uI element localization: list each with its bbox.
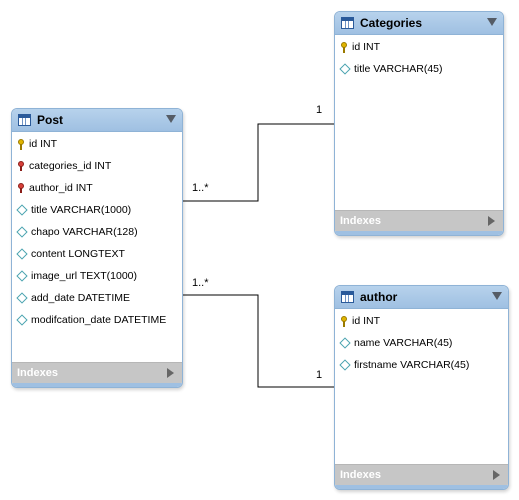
expand-arrow-icon[interactable] <box>493 470 500 480</box>
post-author-many-label: 1..* <box>192 277 209 289</box>
collapse-arrow-icon[interactable] <box>492 292 502 300</box>
column-label: chapo VARCHAR(128) <box>31 226 138 238</box>
entity-title: Post <box>37 113 64 127</box>
entity-footer <box>335 485 508 489</box>
table-icon <box>341 17 354 29</box>
table-icon <box>18 114 31 126</box>
column-label: content LONGTEXT <box>31 248 125 260</box>
entity-header[interactable]: Categories <box>335 12 503 35</box>
entity-header[interactable]: author <box>335 286 508 309</box>
column-diamond-icon <box>339 359 351 371</box>
column-label: modifcation_date DATETIME <box>31 314 167 326</box>
column-label: id INT <box>352 41 381 53</box>
entity-footer <box>335 231 503 235</box>
column-row[interactable]: content LONGTEXT <box>12 243 182 265</box>
entity-post[interactable]: Post id INT categories_id INT author_id … <box>11 108 183 388</box>
column-row[interactable]: id INT <box>335 36 503 58</box>
column-diamond-icon <box>16 292 28 304</box>
entity-categories[interactable]: Categories id INT title VARCHAR(45) Inde… <box>334 11 504 236</box>
entity-author[interactable]: author id INT name VARCHAR(45) firstname… <box>334 285 509 490</box>
column-diamond-icon <box>339 63 351 75</box>
primary-key-icon <box>340 315 348 327</box>
expand-arrow-icon[interactable] <box>488 216 495 226</box>
column-label: firstname VARCHAR(45) <box>354 359 470 371</box>
column-row[interactable]: add_date DATETIME <box>12 287 182 309</box>
column-label: id INT <box>352 315 381 327</box>
column-diamond-icon <box>16 226 28 238</box>
entity-columns: id INT categories_id INT author_id INT t… <box>12 132 182 331</box>
entity-footer <box>12 383 182 387</box>
column-label: author_id INT <box>29 182 93 194</box>
post-categories-connector[interactable] <box>182 123 334 202</box>
column-row[interactable]: title VARCHAR(1000) <box>12 199 182 221</box>
column-row[interactable]: image_url TEXT(1000) <box>12 265 182 287</box>
column-row[interactable]: title VARCHAR(45) <box>335 58 503 80</box>
column-row[interactable]: chapo VARCHAR(128) <box>12 221 182 243</box>
indexes-bar[interactable]: Indexes <box>335 210 503 231</box>
post-author-one-label: 1 <box>316 369 323 381</box>
primary-key-icon <box>17 138 25 150</box>
primary-key-icon <box>340 41 348 53</box>
entity-header[interactable]: Post <box>12 109 182 132</box>
expand-arrow-icon[interactable] <box>167 368 174 378</box>
post-categories-many-label: 1..* <box>192 182 209 194</box>
entity-title: author <box>360 290 398 304</box>
entity-columns: id INT title VARCHAR(45) <box>335 35 503 80</box>
indexes-label: Indexes <box>17 367 58 379</box>
column-label: image_url TEXT(1000) <box>31 270 138 282</box>
collapse-arrow-icon[interactable] <box>487 18 497 26</box>
indexes-bar[interactable]: Indexes <box>12 362 182 383</box>
foreign-key-icon <box>17 182 25 194</box>
column-diamond-icon <box>16 314 28 326</box>
column-label: title VARCHAR(1000) <box>31 204 132 216</box>
column-row[interactable]: name VARCHAR(45) <box>335 332 508 354</box>
table-icon <box>341 291 354 303</box>
column-row[interactable]: id INT <box>12 133 182 155</box>
entity-title: Categories <box>360 16 423 30</box>
column-label: name VARCHAR(45) <box>354 337 453 349</box>
indexes-label: Indexes <box>340 215 381 227</box>
foreign-key-icon <box>17 160 25 172</box>
column-label: title VARCHAR(45) <box>354 63 443 75</box>
post-author-connector[interactable] <box>182 294 334 388</box>
column-row[interactable]: modifcation_date DATETIME <box>12 309 182 331</box>
column-diamond-icon <box>16 204 28 216</box>
post-categories-one-label: 1 <box>316 104 323 116</box>
indexes-bar[interactable]: Indexes <box>335 464 508 485</box>
indexes-label: Indexes <box>340 469 381 481</box>
column-diamond-icon <box>16 248 28 260</box>
column-label: id INT <box>29 138 58 150</box>
column-label: categories_id INT <box>29 160 112 172</box>
entity-columns: id INT name VARCHAR(45) firstname VARCHA… <box>335 309 508 376</box>
column-diamond-icon <box>339 337 351 349</box>
column-row[interactable]: author_id INT <box>12 177 182 199</box>
column-diamond-icon <box>16 270 28 282</box>
collapse-arrow-icon[interactable] <box>166 115 176 123</box>
column-row[interactable]: id INT <box>335 310 508 332</box>
column-row[interactable]: firstname VARCHAR(45) <box>335 354 508 376</box>
column-row[interactable]: categories_id INT <box>12 155 182 177</box>
column-label: add_date DATETIME <box>31 292 131 304</box>
